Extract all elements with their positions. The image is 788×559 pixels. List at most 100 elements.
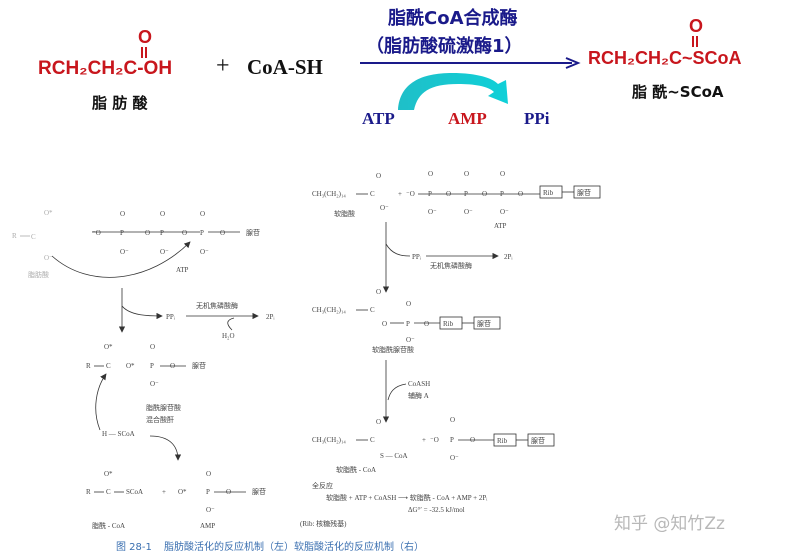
left-pyrophosphatase: 无机焦磷酸酶 — [196, 301, 238, 310]
svg-text:Rib: Rib — [497, 437, 508, 445]
svg-text:C: C — [106, 488, 111, 496]
svg-text:O*: O* — [104, 470, 113, 478]
coa-sh-label: CoA-SH — [247, 55, 323, 79]
svg-text:O: O — [182, 229, 187, 237]
svg-text:O: O — [120, 210, 125, 218]
svg-text:P: P — [200, 229, 204, 237]
svg-text:O: O — [206, 470, 211, 478]
svg-text:C: C — [370, 190, 375, 198]
right-palmitate-label: 软脂酸 — [334, 209, 355, 218]
svg-text:C: C — [370, 436, 375, 444]
left-two-pi: 2Pᵢ — [266, 313, 275, 321]
svg-text:O: O — [406, 300, 411, 308]
svg-text:R: R — [86, 362, 91, 370]
figure-number: 图 28-1 — [116, 541, 152, 553]
svg-text:O: O — [226, 488, 231, 496]
svg-text:O*: O* — [178, 488, 187, 496]
svg-text:腺苷: 腺苷 — [531, 436, 545, 445]
svg-text:腺苷: 腺苷 — [192, 361, 206, 370]
right-ppi: PPᵢ — [412, 253, 422, 261]
right-palmitate-formula: CH₃(CH₂)₁₄ — [312, 190, 346, 198]
svg-text:O⁻: O⁻ — [200, 248, 209, 256]
svg-text:P: P — [160, 229, 164, 237]
svg-text:O: O — [500, 170, 505, 178]
svg-text:Rib: Rib — [443, 320, 454, 328]
svg-text:O: O — [376, 418, 381, 426]
left-water: H₂O — [222, 332, 235, 340]
left-mechanism: R C O* O⁻ 脂肪酸 ⁻O P O O⁻ O P O O⁻ O P O O… — [12, 209, 275, 530]
svg-text:O⁻: O⁻ — [150, 380, 159, 388]
svg-text:P: P — [500, 190, 504, 198]
right-s-coa: S — CoA — [380, 452, 408, 460]
svg-text:O: O — [382, 320, 387, 328]
right-mechanism: CH₃(CH₂)₁₄ C O O⁻ 软脂酸 + ⁻O P O O⁻ O P O … — [300, 170, 601, 528]
svg-text:O⁻: O⁻ — [160, 248, 169, 256]
svg-text:腺苷: 腺苷 — [477, 319, 491, 328]
enzyme-alt-name: （脂肪酸硫激酶1） — [366, 35, 523, 57]
svg-text:O⁻: O⁻ — [380, 204, 389, 212]
svg-text:O*: O* — [104, 343, 113, 351]
left-atp-phosphates: ⁻O P O O⁻ O P O O⁻ O P O O⁻ — [92, 210, 209, 256]
product-carbonyl-o: O — [689, 16, 703, 36]
reactant-carbonyl-o: O — [138, 27, 152, 47]
fatty-acyl-coa-name: 脂 酰~SCoA — [632, 83, 724, 101]
left-product-acyl-coa: 脂酰 - CoA — [92, 521, 125, 530]
svg-text:O: O — [446, 190, 451, 198]
svg-text:O⁻: O⁻ — [500, 208, 509, 216]
svg-text:O: O — [464, 170, 469, 178]
right-delta-g: ΔG°′ = -32.5 kJ/mol — [408, 506, 465, 514]
left-intermediate-2: 混合酸酐 — [146, 415, 174, 424]
svg-text:+: + — [398, 190, 402, 198]
svg-text:O: O — [200, 210, 205, 218]
svg-text:腺苷: 腺苷 — [252, 487, 266, 496]
amp-label: AMP — [448, 109, 487, 128]
svg-text:O: O — [518, 190, 523, 198]
right-overall-title: 全反应 — [312, 481, 333, 490]
svg-text:O*: O* — [126, 362, 135, 370]
svg-text:O⁻: O⁻ — [464, 208, 473, 216]
svg-text:+: + — [422, 436, 426, 444]
svg-text:C: C — [106, 362, 111, 370]
left-hscoa: H — SCoA — [102, 430, 135, 438]
left-o-star: O* — [44, 209, 53, 217]
right-rib-1: Rib — [543, 189, 554, 197]
right-coash-name: 辅酶 A — [408, 391, 429, 400]
svg-text:O: O — [150, 343, 155, 351]
plus-sign: + — [216, 53, 230, 79]
svg-text:O⁻: O⁻ — [406, 336, 415, 344]
svg-text:C: C — [370, 306, 375, 314]
fatty-acid-name: 脂 肪 酸 — [92, 94, 148, 112]
left-fatty-acid-label: 脂肪酸 — [28, 270, 49, 279]
svg-text:O: O — [482, 190, 487, 198]
left-r-label: R — [12, 232, 17, 240]
right-atp-label: ATP — [494, 222, 507, 230]
svg-text:P: P — [428, 190, 432, 198]
left-c-label: C — [31, 233, 36, 241]
svg-text:O: O — [145, 229, 150, 237]
svg-text:O: O — [170, 362, 175, 370]
svg-text:P: P — [406, 320, 410, 328]
left-atp-label: ATP — [176, 266, 189, 274]
svg-text:⁻O: ⁻O — [406, 190, 415, 198]
svg-text:CH₃(CH₂)₁₄: CH₃(CH₂)₁₄ — [312, 436, 346, 444]
svg-text:CH₃(CH₂)₁₄: CH₃(CH₂)₁₄ — [312, 306, 346, 314]
svg-text:P: P — [120, 229, 124, 237]
svg-text:O: O — [470, 436, 475, 444]
svg-text:P: P — [450, 436, 454, 444]
svg-text:+: + — [162, 488, 166, 496]
left-o-minus: O⁻ — [44, 254, 53, 262]
svg-text:O: O — [160, 210, 165, 218]
left-adenosine-label: 腺苷 — [246, 228, 260, 237]
atp-to-amp-curved-arrow — [398, 73, 508, 110]
svg-text:O⁻: O⁻ — [450, 454, 459, 462]
fatty-acid-formula: RCH₂CH₂C-OH — [38, 58, 172, 79]
svg-text:⁻O: ⁻O — [92, 229, 101, 237]
right-two-pi: 2Pᵢ — [504, 253, 513, 261]
left-atp-o: O — [220, 229, 225, 237]
right-intermediate-label: 软脂酰腺苷酸 — [372, 345, 414, 354]
svg-text:R: R — [86, 488, 91, 496]
svg-text:⁻O: ⁻O — [430, 436, 439, 444]
fatty-acyl-coa-formula: RCH₂CH₂C~SCoA — [588, 48, 742, 68]
right-product-label: 软脂酰 - CoA — [336, 465, 376, 474]
